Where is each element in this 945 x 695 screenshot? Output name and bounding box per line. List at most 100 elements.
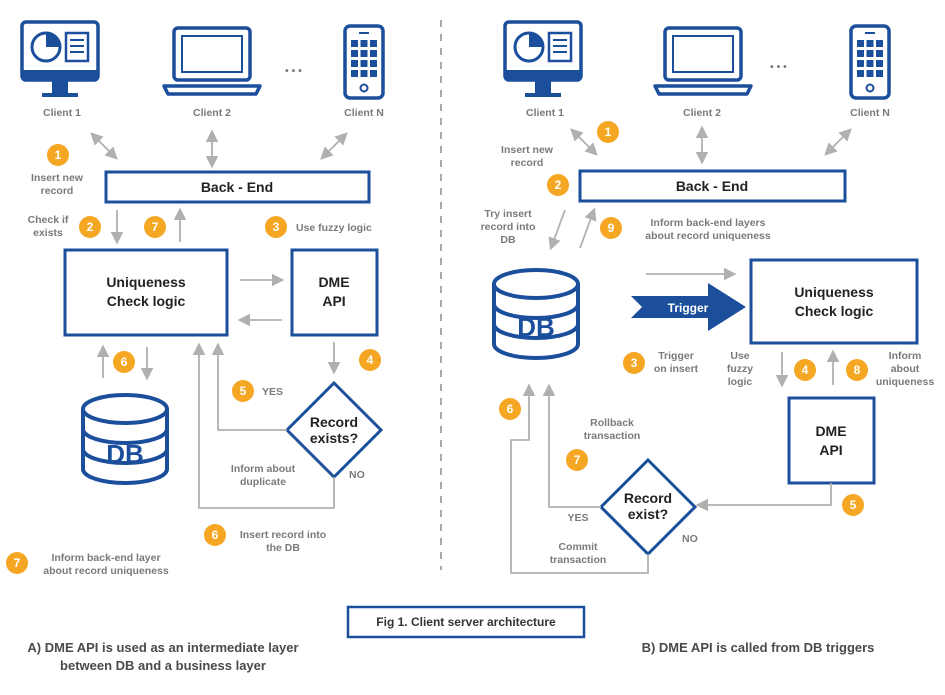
svg-text:Uniqueness: Uniqueness (794, 284, 874, 300)
client-label: Client 2 (193, 107, 231, 119)
step-badge (846, 359, 868, 381)
yes-label: YES (567, 512, 588, 524)
more-clients-ellipsis: • • • (285, 65, 302, 77)
backend-box (578, 169, 847, 203)
svg-text:Record: Record (624, 490, 672, 506)
svg-text:2: 2 (555, 178, 562, 192)
step-badge (204, 524, 226, 546)
svg-text:2: 2 (87, 220, 94, 234)
step-badge (566, 449, 588, 471)
step-badge (113, 351, 135, 373)
svg-text:Check logic: Check logic (107, 293, 186, 309)
step-label: record into (481, 221, 536, 233)
svg-text:7: 7 (574, 453, 581, 467)
step-label: uniqueness (876, 376, 935, 388)
arrow (510, 383, 649, 574)
step-badge (597, 121, 619, 143)
step-label: Insert record into (240, 529, 326, 541)
step-badge (265, 216, 287, 238)
more-clients-ellipsis: • • • (770, 61, 787, 73)
step-label: about record uniqueness (43, 565, 169, 577)
db-label: DB (106, 439, 144, 469)
svg-text:exist?: exist? (628, 506, 668, 522)
step-label: Insert new (501, 144, 554, 156)
svg-text:4: 4 (802, 363, 809, 377)
svg-text:4: 4 (367, 353, 374, 367)
inform-duplicate-label: Inform about (231, 463, 296, 475)
step-label: Inform (889, 350, 922, 362)
figure-caption-box (346, 605, 586, 639)
step-badge (47, 144, 69, 166)
arrow (695, 483, 832, 512)
no-label: NO (349, 469, 365, 481)
step-label: about (891, 363, 920, 375)
step-label: Insert new (31, 172, 84, 184)
svg-text:1: 1 (55, 148, 62, 162)
desktop-client-icon (503, 20, 583, 99)
no-label: NO (682, 533, 698, 545)
caption-b: B) DME API is called from DB triggers (642, 640, 875, 655)
trigger-arrow (631, 283, 746, 331)
commit-label: Commit (558, 541, 598, 553)
caption-a: A) DME API is used as an intermediate la… (27, 640, 298, 655)
step-label: record (41, 185, 74, 197)
arrow (320, 132, 348, 160)
laptop-client-icon (162, 26, 262, 96)
client-label: Client 2 (683, 107, 721, 119)
step-badge (79, 216, 101, 238)
svg-text:API: API (322, 293, 345, 309)
svg-text:Uniqueness: Uniqueness (106, 274, 186, 290)
step-label: exists (33, 227, 63, 239)
inform-duplicate-label: duplicate (240, 476, 286, 488)
laptop-client-icon (653, 26, 753, 96)
phone-client-icon (343, 24, 385, 100)
step-label: Use fuzzy logic (296, 222, 372, 234)
uniqueness-check-box (749, 258, 919, 345)
svg-text:8: 8 (854, 363, 861, 377)
left-panel: • • • Client 1 Client 2 Client N 1 Inser… (6, 20, 385, 577)
trigger-label: Trigger (668, 301, 709, 315)
svg-text:7: 7 (152, 220, 159, 234)
step-label: Try insert (484, 208, 532, 220)
svg-text:Check logic: Check logic (795, 303, 874, 319)
svg-text:6: 6 (121, 355, 128, 369)
backend-label: Back - End (676, 178, 748, 194)
svg-text:3: 3 (631, 356, 638, 370)
step-label: Trigger (658, 350, 694, 362)
step-label: logic (728, 376, 753, 388)
arrow (824, 128, 852, 156)
dme-api-box (290, 248, 379, 337)
yes-label: YES (262, 386, 283, 398)
figure-caption: Fig 1. Client server architecture (376, 615, 556, 629)
client-label: Client 1 (526, 107, 564, 119)
svg-text:9: 9 (608, 221, 615, 235)
step-label: Inform back-end layers (651, 217, 766, 229)
step-label: Check if (28, 214, 69, 226)
db-label: DB (517, 312, 555, 342)
step-badge (794, 359, 816, 381)
svg-text:5: 5 (240, 384, 247, 398)
step-badge (359, 349, 381, 371)
step-label: Use (730, 350, 749, 362)
step-label: Rollback (590, 417, 634, 429)
arrow (542, 383, 601, 508)
svg-text:exists?: exists? (310, 430, 358, 446)
svg-text:DME: DME (318, 274, 349, 290)
client-label: Client 1 (43, 107, 81, 119)
commit-label: transaction (550, 554, 607, 566)
dme-api-box (787, 396, 876, 485)
svg-text:Record: Record (310, 414, 358, 430)
desktop-client-icon (20, 20, 100, 99)
arrow (548, 209, 566, 251)
uniqueness-check-box (63, 248, 229, 337)
arrow (192, 342, 335, 509)
backend-box (104, 170, 371, 204)
svg-text:5: 5 (850, 498, 857, 512)
svg-text:7: 7 (14, 556, 21, 570)
svg-text:API: API (819, 442, 842, 458)
step-badge (547, 174, 569, 196)
phone-client-icon (849, 24, 891, 100)
svg-text:DME: DME (815, 423, 846, 439)
step-badge (232, 380, 254, 402)
